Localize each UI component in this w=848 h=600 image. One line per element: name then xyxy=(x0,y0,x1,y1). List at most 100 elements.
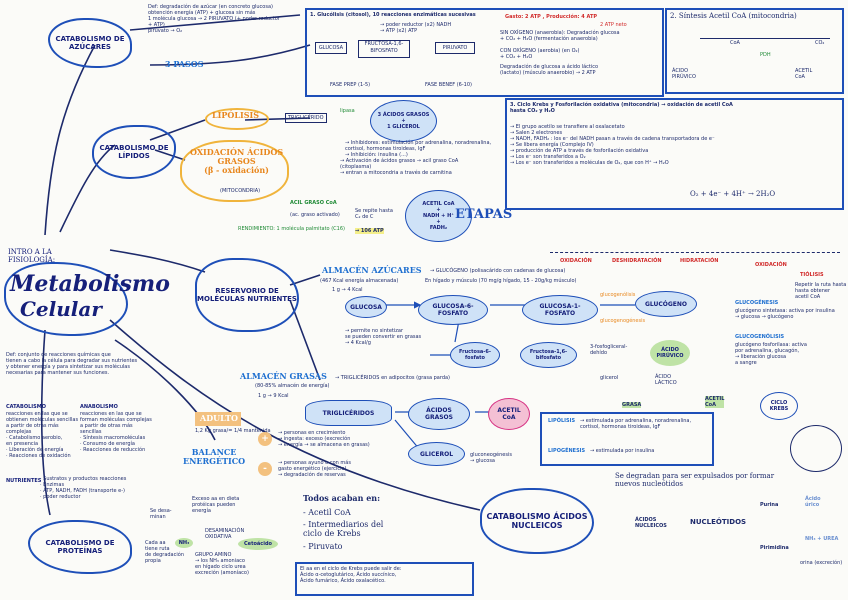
oxidacion-note: → Activación de ácidos grasos → acil gra… xyxy=(340,158,500,176)
glucogenolisis-title: GLUCOGENÓLISIS xyxy=(735,334,784,340)
repeat-note: Se repite hasta C₂ de C xyxy=(355,208,393,220)
ciclo-krebs-lines: → El grupo acetilo se transfiere al oxal… xyxy=(510,124,835,166)
acetil-label-green: ACETIL CoA xyxy=(705,396,724,408)
glucolisis-gasto: Gasto: 2 ATP , Producción: 4 ATP xyxy=(505,14,597,20)
acil-coa-label: ACIL GRASO CoA xyxy=(290,200,337,206)
glucolisis-side-2: CON OXÍGENO (aerobia) (en O₂) + CO₂ + H₂… xyxy=(500,48,650,60)
glucogenesis-title: GLUCOGÉNESIS xyxy=(735,300,778,306)
krebs-cycle-diagram xyxy=(790,425,842,472)
urea-note: GRUPO AMINO → los NH₃ amoniaco en hígado… xyxy=(195,552,295,576)
beta-oxidation-structures xyxy=(550,212,840,253)
acetil-coa-node: ACETIL CoA xyxy=(488,398,530,430)
hepatic-note: En hígado y músculo (70 mg/g hígado, 15 … xyxy=(425,278,576,284)
f16-node: Fructosa-1,6- bifosfato xyxy=(520,342,577,368)
glucolisis-fructosa: FRUCTOSA-1,6- BIFOSFATO xyxy=(358,40,410,58)
ciclo-krebs-equation: O₂ + 4e⁻ + 4H⁺ → 2H₂O xyxy=(690,190,775,198)
permite-note: → permite no sintetizar se pueden conver… xyxy=(345,328,445,346)
purina-label: Purina xyxy=(760,502,778,508)
almacen-grasas-label: ALMACÉN GRASAS xyxy=(240,372,327,381)
sintesis-acetil-box xyxy=(665,8,844,94)
glucolisis-sub: → poder reductor (x2) NADH → ATP (x2) AT… xyxy=(380,22,451,34)
gluconeogenesis-note: gluconeogénesis → glucosa xyxy=(470,452,512,464)
lipase-label: lipasa xyxy=(340,108,355,114)
ciclo-krebs-title: 3. Ciclo Krebs y Fosforilación oxidativa… xyxy=(510,102,830,114)
sintesis-acetil-title: 2. Síntesis Acetil CoA (mitocondria) xyxy=(670,12,797,20)
step-deshidratacion: DESHIDRATACIÓN xyxy=(612,258,662,264)
title-line-2: Celular xyxy=(20,298,102,320)
grasas-kcal: 1 g → 9 Kcal xyxy=(258,393,289,399)
proteinas-note-1: Exceso aa en dieta protéicas pueden ener… xyxy=(192,496,292,514)
acido-urico-label: Ácido úrico xyxy=(805,496,821,508)
trigliceridos-label: TRIGLICÉRIDO xyxy=(285,113,327,123)
grasa-label: GRASA xyxy=(622,402,641,408)
g1p-node: GLUCOSA-1- FOSFATO xyxy=(522,295,598,325)
catabolismo-def-title: CATABOLISMO xyxy=(6,404,46,410)
nh3-urea-label: NH₃ + UREA xyxy=(805,536,838,542)
trigliceridos-node: TRIGLICÉRIDOS xyxy=(305,400,392,426)
glucolisis-piruvato: PIRUVATO xyxy=(435,42,475,54)
balance-label: BALANCE ENERGÉTICO xyxy=(183,448,245,466)
grasas-note: → TRIGLICÉRIDOS en adipocitos (grasa par… xyxy=(335,375,450,381)
step-oxidacion-2: OXIDACIÓN xyxy=(755,262,787,268)
lipolisis-products: 3 ÁCIDOS GRASOS + 1 GLICEROL xyxy=(370,100,437,142)
catabolismo-def-text: reacciones en las que se obtienen molécu… xyxy=(6,411,81,459)
glucolisis-side-1: SIN OXÍGENO (anaerobia): Degradación glu… xyxy=(500,30,650,42)
glucolisis-glucosa: GLUCOSA xyxy=(315,42,347,54)
pasos-label: 3 PASOS xyxy=(165,60,204,69)
proteinas-note-aa: Se desa- minan xyxy=(150,508,172,520)
desaminacion-label: DESAMINACIÓN OXIDATIVA xyxy=(205,528,244,540)
ciclo-krebs-node: CICLO KREBS xyxy=(760,392,798,420)
glicerol-lbl: glicerol xyxy=(600,375,618,381)
sintesis-acetil: ACETIL CoA xyxy=(795,68,812,80)
sintesis-coa: CoA xyxy=(730,40,740,46)
lactico-label: ÁCIDO LÁCTICO xyxy=(655,374,677,386)
beta-end-note: Repetir la ruta hasta hasta obtener acet… xyxy=(795,282,846,300)
glucogenolisis-label: glucogenólisis xyxy=(600,292,635,298)
nucleotidos-label: NUCLEÓTIDOS xyxy=(690,518,746,526)
lipogenesis-title: LIPOGÉNESIS xyxy=(548,448,585,454)
pirimidina-label: Pirimidina xyxy=(760,545,789,551)
glucogenesis-text: glucógeno sintetasa: activa por insulina… xyxy=(735,308,843,320)
glucosa-node: GLUCOSA xyxy=(345,296,387,318)
sintesis-enzyme: PDH xyxy=(760,52,771,58)
azucares-kcal: 1 g → 4 Kcal xyxy=(332,287,363,293)
catabolismo-nucleicos-node: CATABOLISMO ÁCIDOS NUCLEICOS xyxy=(480,488,594,554)
glicerol-node: GLICEROL xyxy=(408,442,465,466)
glucogeno-note: → GLUCÓGENO (polisacárido con cadenas de… xyxy=(430,268,565,274)
g6p-node: GLUCOSA-6- FOSFATO xyxy=(418,295,488,325)
end-intermediarios: - Intermediarios del ciclo de Krebs xyxy=(303,520,383,538)
lipolisis-regulation: → Inhibidores: estimulación por adrenali… xyxy=(345,140,505,158)
cada-aa-note: Cada aa tiene ruta de degradación propia xyxy=(145,540,184,564)
nutrients-label: NUTRIENTES xyxy=(6,478,41,484)
lipogenesis-text: → estimulada por insulina xyxy=(590,448,654,454)
azucares-note: Def: degradación de azúcar (en concreto … xyxy=(148,4,308,34)
grasas-pct: (80-85% almacén de energía) xyxy=(255,383,330,389)
step-oxidacion-1: OXIDACIÓN xyxy=(560,258,592,264)
glucolisis-title: 1. Glucólisis (citosol), 10 reacciones e… xyxy=(310,12,510,18)
orina-label: orina (excreción) xyxy=(800,560,845,566)
anabolismo-def-title: ANABOLISMO xyxy=(80,404,118,410)
glucogeno-node: GLUCÓGENO xyxy=(635,291,697,317)
cetoacido-node: Cetoácido xyxy=(238,538,278,550)
end-acetil: - Acetil CoA xyxy=(303,508,351,517)
step-hidratacion: HIDRATACIÓN xyxy=(680,258,718,264)
glucolisis-neto: 2 ATP neto xyxy=(600,22,627,28)
rendimiento-label: RENDIMIENTO: 1 molécula palmitato (C16) xyxy=(238,226,345,232)
end-piruvato: - Piruvato xyxy=(303,542,342,551)
sintesis-arrow xyxy=(700,38,830,39)
balance-plus-text: → personas en crecimiento → ingesta: exc… xyxy=(278,430,398,448)
piruvato-node: ÁCIDO PIRÚVICO xyxy=(650,340,690,366)
balance-plus: + xyxy=(258,432,272,446)
adulto-label: ADULTO xyxy=(200,414,238,423)
balance-minus-text: → personas ayuno o con más gasto energét… xyxy=(278,460,398,478)
lipolisis-res-title: LIPÓLISIS xyxy=(548,418,575,424)
nutrients-text: · Sustratos y productos reacciones · Enz… xyxy=(40,476,150,500)
energy-note: (467 Kcal energía almacenada) xyxy=(320,278,398,284)
fase-benef: FASE BENEF (6-10) xyxy=(425,82,472,88)
balance-minus: - xyxy=(258,462,272,476)
almacen-azucares-label: ALMACÉN AZÚCARES xyxy=(322,266,422,275)
krebs-note: El aa en el ciclo de Krebs puede salir d… xyxy=(300,566,468,584)
acidos-nucleicos-label: ÁCIDOS NUCLEICOS xyxy=(635,517,667,529)
nucleicos-note: Se degradan para ser expulsados por form… xyxy=(615,472,840,488)
oxidacion-label: OXIDACIÓN ÁCIDOS GRASOS (β - oxidación) xyxy=(190,148,283,175)
